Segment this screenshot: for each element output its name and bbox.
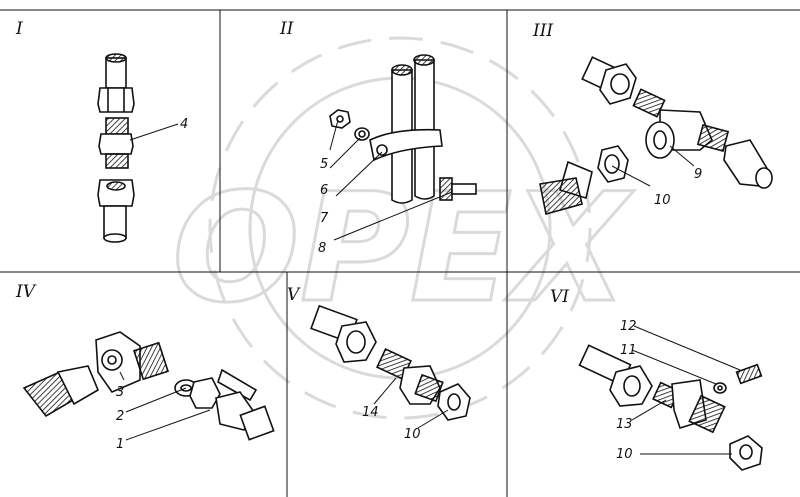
callout-10-vi: 10 <box>616 447 633 462</box>
callout-1: 1 <box>116 437 124 452</box>
panel-labels: I II III IV V VI <box>15 19 569 307</box>
panel-II-parts <box>329 54 477 204</box>
panel-IV-parts <box>22 331 275 441</box>
panel-I-parts <box>97 53 135 243</box>
callout-10-iii: 10 <box>654 193 671 208</box>
leader-lines <box>119 119 741 455</box>
panel-III-parts <box>539 56 773 216</box>
callout-3: 3 <box>116 385 124 400</box>
panel-VI-parts <box>578 344 763 471</box>
panel-label-VI: VI <box>550 287 569 307</box>
panel-label-IV: IV <box>15 282 37 302</box>
callout-14: 14 <box>362 405 379 420</box>
callout-13: 13 <box>616 417 633 432</box>
callout-5: 5 <box>320 157 328 172</box>
callout-8: 8 <box>318 241 326 256</box>
callout-2: 2 <box>116 409 124 424</box>
panel-dividers <box>0 9 800 497</box>
panel-label-II: II <box>279 19 294 39</box>
callout-numbers: 4 5 6 7 8 9 10 3 2 1 14 10 12 11 13 10 <box>116 117 702 462</box>
callout-11: 11 <box>620 343 637 358</box>
callout-4: 4 <box>180 117 188 132</box>
callout-12: 12 <box>620 319 637 334</box>
callout-10-v: 10 <box>404 427 421 442</box>
panel-label-III: III <box>532 21 553 41</box>
callout-7: 7 <box>320 211 329 226</box>
panel-label-V: V <box>287 285 301 305</box>
callout-6: 6 <box>320 183 328 198</box>
panel-label-I: I <box>15 19 23 39</box>
callout-9: 9 <box>694 167 702 182</box>
